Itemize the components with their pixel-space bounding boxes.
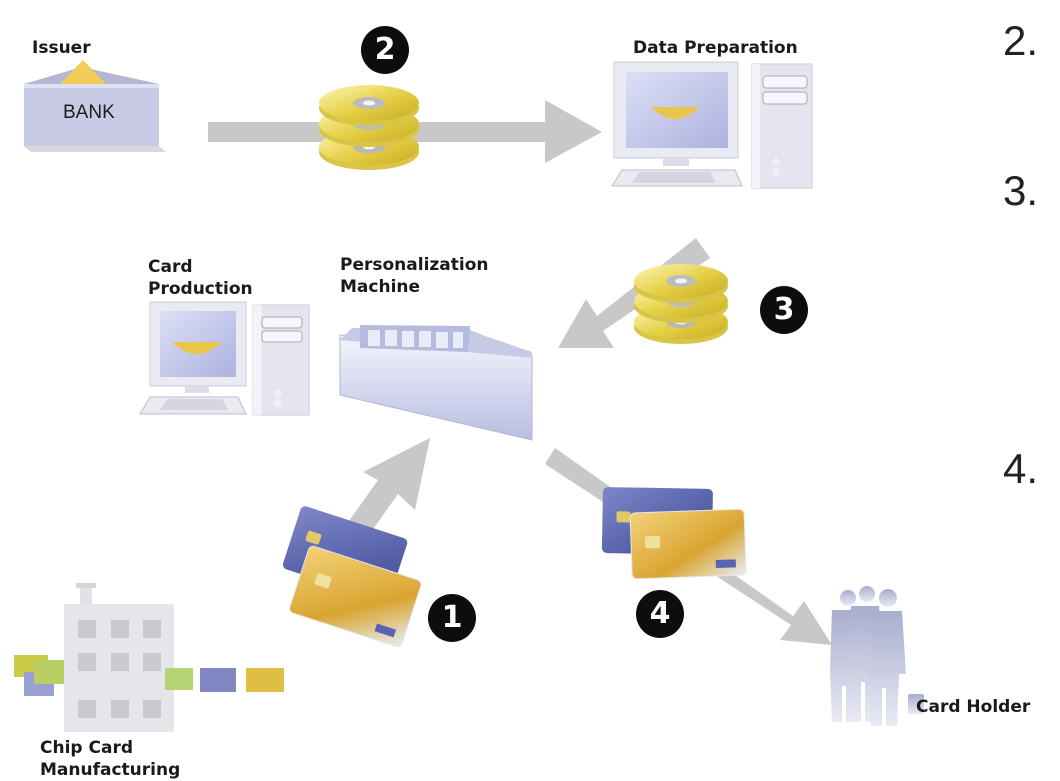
bank-label: BANK	[63, 102, 115, 123]
side-number-3: 3.	[1003, 167, 1039, 214]
card-holder-label: Card Holder	[916, 697, 1031, 717]
people-icon	[830, 586, 924, 726]
computer-icon	[139, 301, 310, 416]
personalization-machine-label: Personalization Machine	[340, 255, 489, 297]
factory-icon	[14, 583, 284, 732]
step-badge-4: 4	[636, 590, 684, 638]
bank-building-icon	[24, 60, 166, 152]
computer-icon	[611, 61, 813, 189]
step-badge-3: 3	[760, 286, 808, 334]
step-badge-1: 1	[428, 594, 476, 642]
side-number-4: 4.	[1003, 445, 1039, 492]
personalization-machine-icon	[339, 325, 533, 441]
disc-stack-icon	[319, 85, 419, 170]
card-production-label: Card Production	[148, 257, 253, 299]
disc-stack-icon	[634, 264, 728, 344]
chip-card-icon	[282, 506, 422, 648]
side-number-2: 2.	[1003, 17, 1039, 64]
issuer-label: Issuer	[32, 38, 91, 58]
step-badge-2: 2	[361, 26, 409, 74]
chip-card-manufacturing-label: Chip Card Manufacturing	[40, 738, 181, 780]
chip-card-icon	[601, 487, 747, 580]
data-preparation-label: Data Preparation	[633, 38, 798, 58]
